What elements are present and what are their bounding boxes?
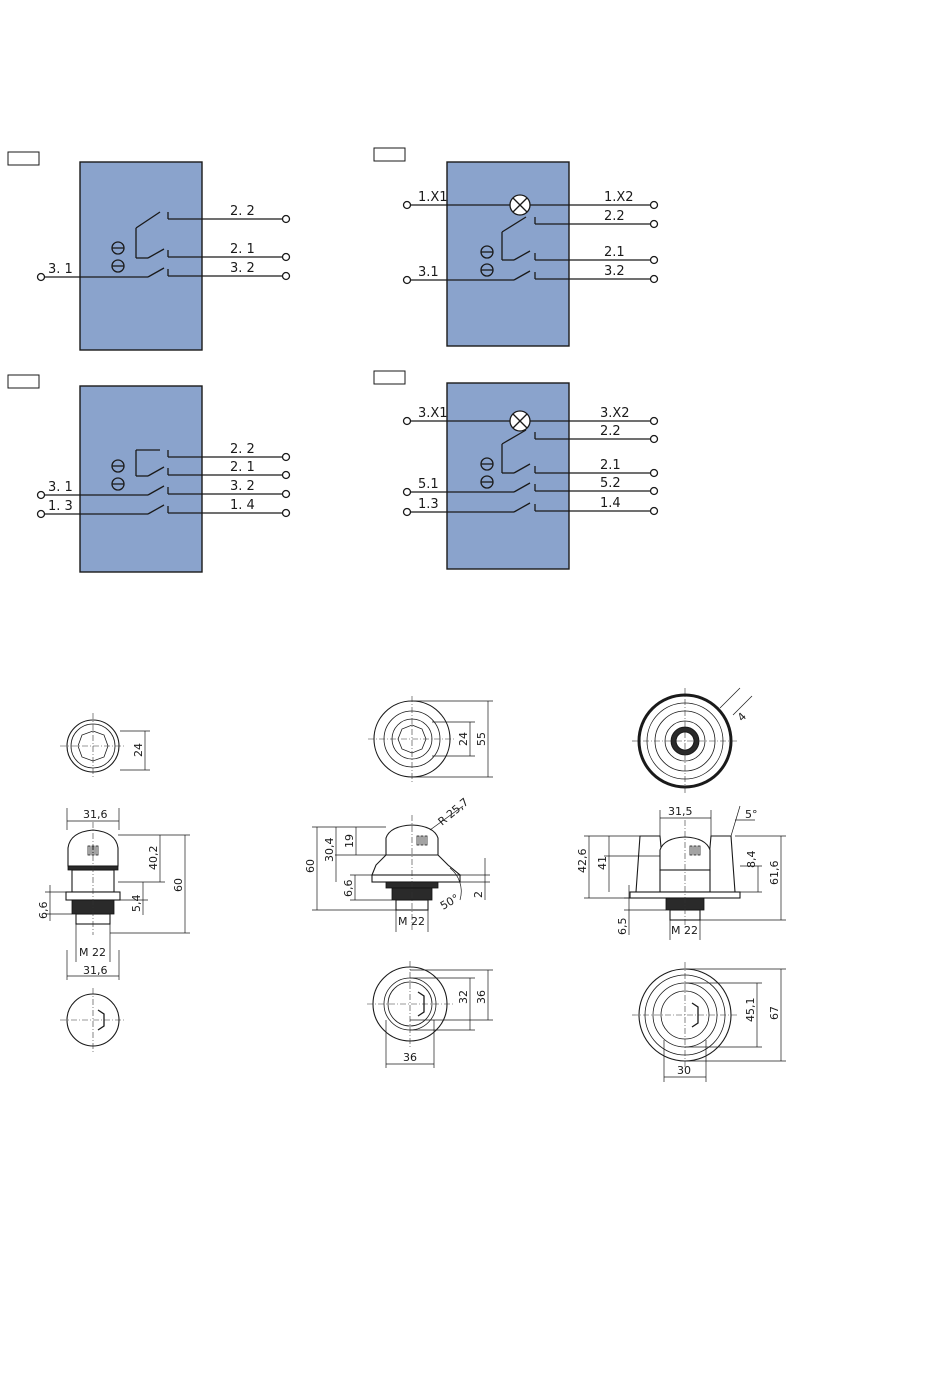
terminal-label: 1.3: [418, 497, 439, 512]
dimension-label: 60: [172, 878, 185, 892]
terminal-label: 2. 1: [230, 242, 255, 257]
top-view-2: 24 55: [368, 696, 493, 782]
dimension-label: 5°: [745, 808, 758, 821]
terminal-label: 2.1: [600, 458, 621, 473]
dimension-label: 61,6: [768, 861, 781, 886]
dimension-label: 31,5: [668, 805, 693, 818]
top-view-1: 24: [60, 713, 150, 779]
dimension-label: 41: [596, 856, 609, 870]
dimension-label: 6,6: [37, 902, 50, 920]
terminal-label: 3. 2: [230, 479, 255, 494]
schematic-d-housing: [447, 383, 569, 569]
dimension-drawing-1: 24 31,6 40,2 60 5,4: [37, 713, 190, 1052]
schematic-c-housing: [80, 386, 202, 572]
terminal-label: 1. 3: [48, 499, 73, 514]
side-view-3: 31,5 5° 42,6 41 8,4 61,6 6,5 M 2: [576, 805, 786, 940]
bottom-view-3: 45,1 67 30: [632, 962, 786, 1082]
dimension-label: 2: [472, 891, 485, 898]
dimension-label: 31,6: [83, 808, 108, 821]
dimension-label: 36: [403, 1051, 417, 1064]
terminal-label: 3.1: [418, 265, 439, 280]
terminal-label: 1.X1: [418, 190, 448, 205]
dimension-label: M 22: [398, 915, 425, 928]
dimension-label: 8,4: [745, 851, 758, 869]
schematic-b-housing: [447, 162, 569, 346]
terminal-label: 2. 2: [230, 204, 255, 219]
dimension-label: M 22: [79, 946, 106, 959]
schematic-a-tag: [8, 152, 39, 165]
dimension-label: 40,2: [147, 846, 160, 871]
dimension-label: R 25,7: [436, 795, 472, 828]
dimension-label: 60: [304, 859, 317, 873]
dimension-label: 30: [677, 1064, 691, 1077]
terminal-label: 3. 1: [48, 262, 73, 277]
dimension-label: 4: [735, 710, 749, 724]
terminal-label: 2.2: [604, 209, 625, 224]
schematic-d: 3.X1 3.X2 2.2 2.1 5.2 5.1 1.4 1.3: [374, 371, 658, 569]
dimension-label: 67: [768, 1006, 781, 1020]
terminal-label: 3. 2: [230, 261, 255, 276]
dimension-label: 24: [132, 743, 145, 757]
bottom-view-2: 32 36 36: [367, 961, 493, 1068]
schematic-a: 2. 2 2. 1 3. 2 3. 1: [8, 152, 290, 350]
indicator-lamp-icon: [510, 195, 530, 215]
terminal-label: 2.2: [600, 424, 621, 439]
indicator-lamp-icon: [510, 411, 530, 431]
terminal-label: 1.4: [600, 496, 621, 511]
dimension-label: 31,6: [83, 964, 108, 977]
terminal-label: 2.1: [604, 245, 625, 260]
dimension-label: 19: [343, 834, 356, 848]
terminal-label: 3. 1: [48, 480, 73, 495]
schematic-b: 1.X1 1.X2 2.2 2.1 3.2 3.1: [374, 148, 658, 346]
schematic-c-tag: [8, 375, 39, 388]
dimension-label: 5,4: [130, 895, 143, 913]
dimension-label: M 22: [671, 924, 698, 937]
terminal-label: 2. 2: [230, 442, 255, 457]
dimension-label: 45,1: [744, 998, 757, 1023]
schematic-b-tag: [374, 148, 405, 161]
dimension-label: 24: [457, 732, 470, 746]
dimension-label: 30,4: [323, 838, 336, 863]
dimension-label: 50°: [438, 892, 461, 913]
dimension-label: 55: [475, 732, 488, 746]
dimension-label: 36: [475, 990, 488, 1004]
bottom-view-1: [60, 988, 126, 1052]
terminal-label: 3.X2: [600, 406, 630, 421]
dimension-label: 6,5: [616, 918, 629, 936]
side-view-1: 31,6 40,2 60 5,4 6,6 M 22 31,6: [37, 808, 190, 980]
schematic-a-housing: [80, 162, 202, 350]
terminal-label: 2. 1: [230, 460, 255, 475]
top-view-3: 4: [632, 688, 752, 794]
side-view-2: R 25,7 60 30,4 19 6,6 50° 2 M 22: [304, 795, 490, 932]
schematic-d-tag: [374, 371, 405, 384]
dimension-label: 6,6: [342, 880, 355, 898]
terminal-label: 3.2: [604, 264, 625, 279]
dimension-drawing-3: 4 31,5 5° 42,6 41: [576, 688, 786, 1082]
schematic-c: 2. 2 2. 1 3. 2 3. 1 1. 4 1. 3: [8, 375, 290, 572]
dimension-label: 42,6: [576, 849, 589, 874]
terminal-label: 1.X2: [604, 190, 634, 205]
terminal-label: 1. 4: [230, 498, 255, 513]
terminal-label: 5.1: [418, 477, 439, 492]
terminal-label: 3.X1: [418, 406, 448, 421]
dimension-drawing-2: 24 55 R 25,7 60 30,4 19: [304, 696, 493, 1068]
terminal-label: 5.2: [600, 476, 621, 491]
dimension-label: 32: [457, 990, 470, 1004]
